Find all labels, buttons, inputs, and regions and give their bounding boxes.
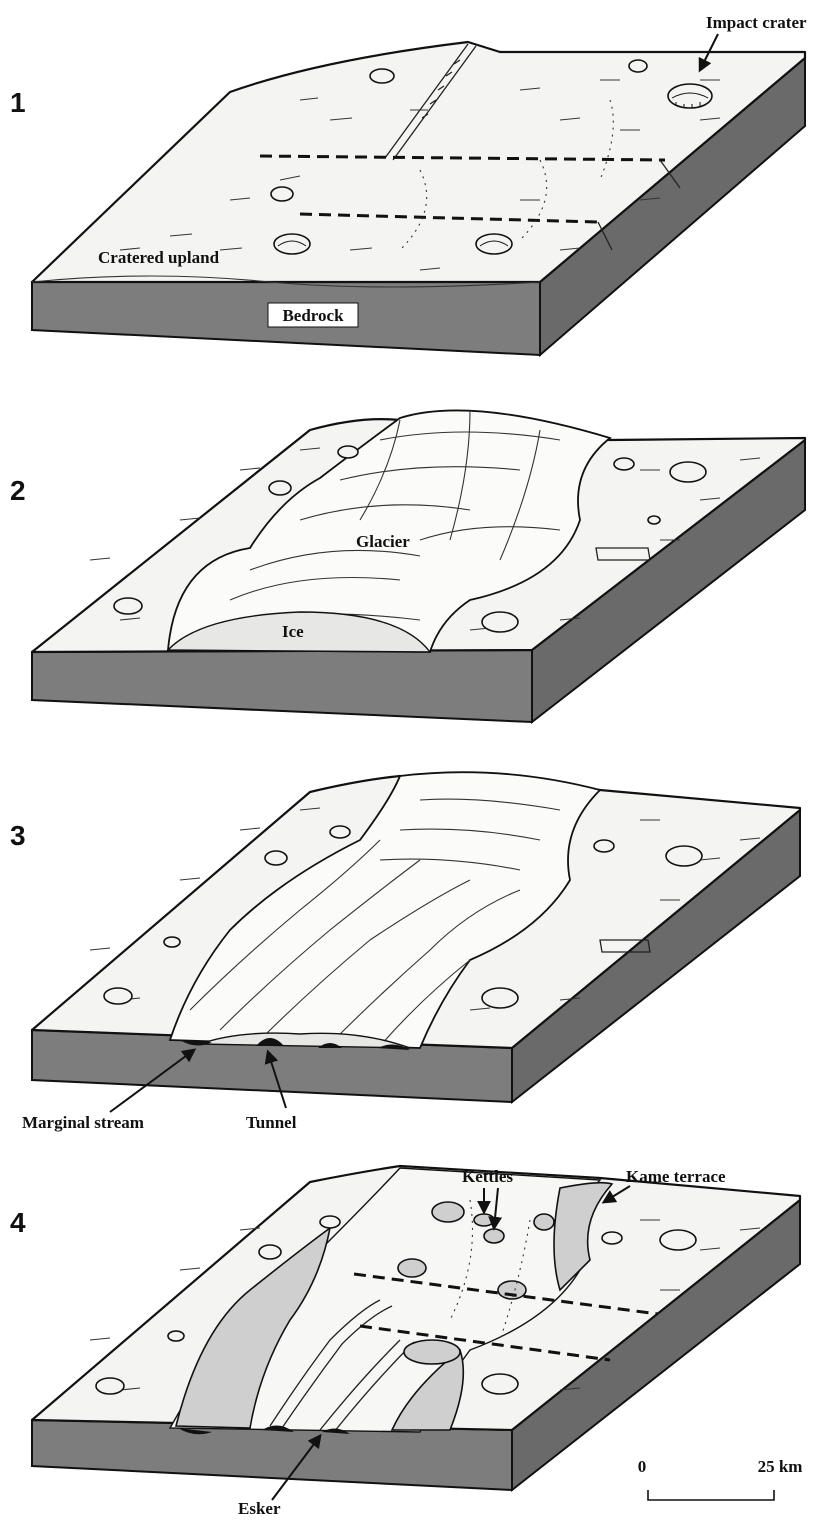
crater (338, 446, 358, 458)
panel-4: 4 (10, 1166, 800, 1518)
scale-bar-end-label: 25 km (758, 1457, 803, 1476)
label-impact-crater: Impact crater (706, 13, 807, 32)
crater (265, 851, 287, 865)
crater (629, 60, 647, 72)
kettle-shape (398, 1259, 426, 1277)
label-glacier: Glacier (356, 532, 410, 551)
crater (602, 1232, 622, 1244)
panel-2: 2 Glacier Ice (10, 410, 805, 722)
label-marginal-stream: Marginal stream (22, 1113, 144, 1132)
crater (482, 1374, 518, 1394)
kettle-shape (484, 1229, 504, 1243)
scale-bar-line (648, 1490, 774, 1500)
impact-crater-shape (668, 84, 712, 108)
crater (666, 846, 702, 866)
label-esker: Esker (238, 1499, 281, 1518)
label-ice: Ice (282, 622, 304, 641)
scale-bar-start-label: 0 (638, 1457, 647, 1476)
panel-1: 1 (10, 13, 807, 355)
crater (330, 826, 350, 838)
panel-1-number: 1 (10, 87, 26, 118)
panel-2-number: 2 (10, 475, 26, 506)
panel-4-number: 4 (10, 1207, 26, 1238)
crater (594, 840, 614, 852)
scale-bar: 0 25 km (638, 1457, 803, 1500)
crater (370, 69, 394, 83)
label-kame-terrace: Kame terrace (626, 1167, 726, 1186)
crater (259, 1245, 281, 1259)
crater (96, 1378, 124, 1394)
kettle-shape (432, 1202, 464, 1222)
crater (614, 458, 634, 470)
panel-3-block (32, 772, 800, 1102)
panel-3-number: 3 (10, 820, 26, 851)
crater (648, 516, 660, 524)
crater (164, 937, 180, 947)
label-kettles: Kettles (462, 1167, 513, 1186)
crater (274, 234, 310, 254)
crater (670, 462, 706, 482)
label-tunnel: Tunnel (246, 1113, 297, 1132)
crater (320, 1216, 340, 1228)
kettle-shape (404, 1340, 460, 1364)
crater (482, 988, 518, 1008)
bedrock-front-face (32, 650, 532, 722)
crater (168, 1331, 184, 1341)
crater (271, 187, 293, 201)
crater (269, 481, 291, 495)
crater (660, 1230, 696, 1250)
label-cratered-upland: Cratered upland (98, 248, 220, 267)
crater (476, 234, 512, 254)
panel-4-block (32, 1166, 800, 1490)
crater (114, 598, 142, 614)
kettle-shape (474, 1214, 494, 1226)
crater (104, 988, 132, 1004)
kettle-shape (534, 1214, 554, 1230)
panel-1-block (32, 42, 805, 355)
crater (482, 612, 518, 632)
label-bedrock: Bedrock (282, 306, 344, 325)
panel-2-block (32, 410, 805, 722)
panel-3: 3 Marginal stream Tunnel (10, 772, 800, 1132)
